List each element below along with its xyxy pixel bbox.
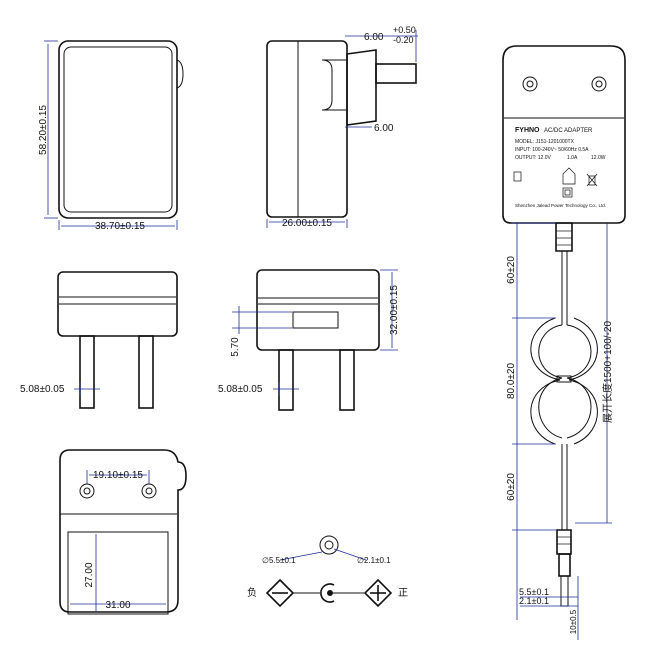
product-label: FYHNO AC/DC ADAPTER MODEL: J151-1201000T… bbox=[513, 127, 606, 208]
side-view: 6.00 +0.50 -0.20 6.00 26.00±0.15 bbox=[266, 25, 418, 229]
bottom-view-label-height-dim: 27.00 bbox=[84, 562, 95, 587]
plug-sleeve-arc bbox=[320, 583, 335, 603]
label-output: OUTPUT: 12.0V bbox=[515, 155, 552, 161]
bottom-view-pin-left bbox=[79, 483, 95, 499]
side-view-2-body bbox=[256, 269, 380, 351]
label-title: AC/DC ADAPTER bbox=[544, 128, 593, 134]
side-view-offset-lower: -0.20 bbox=[393, 35, 414, 45]
cable-view: FYHNO AC/DC ADAPTER MODEL: J151-1201000T… bbox=[502, 45, 626, 640]
double-insulation-icon bbox=[562, 187, 573, 198]
connector-inner-dia: ∅2.1±0.1 bbox=[357, 556, 391, 565]
plug-center-dot bbox=[327, 590, 333, 596]
top-view-pin-bump bbox=[176, 59, 184, 89]
plug-inner-dim: 2.1±0.1 bbox=[519, 596, 549, 606]
side-view-2-latch bbox=[292, 311, 339, 329]
side-view-body bbox=[266, 40, 348, 218]
cable-view-pin-left bbox=[522, 76, 538, 92]
label-manufacturer: Shenzhen Jalead Power Technology Co., Lt… bbox=[515, 203, 606, 208]
bottom-view-label-width-dim: 31.00 bbox=[105, 600, 130, 611]
cert-mark-icon bbox=[513, 171, 522, 182]
side-view-2-pin-left bbox=[278, 349, 294, 411]
dc-plug-barrel bbox=[560, 575, 569, 607]
bottom-view: 19.10±0.15 27.00 31.00 bbox=[59, 449, 187, 615]
bottom-view-label-area bbox=[67, 531, 169, 615]
cable-seg2-dim: 80.0±20 bbox=[506, 363, 517, 400]
polarity-positive-label: 正 bbox=[398, 588, 408, 599]
label-model: MODEL: J151-1201000TX bbox=[515, 139, 575, 145]
side-view-2-pin-width-dim: 5.08±0.05 bbox=[218, 384, 263, 395]
label-output-current: 1.0A bbox=[567, 155, 578, 161]
top-view: 58.20±0.15 38.70±0.15 bbox=[38, 40, 184, 232]
polarity-negative-label: 负 bbox=[247, 586, 257, 599]
side-view-2: 32.00±0.15 5.70 5.08±0.05 bbox=[218, 269, 400, 411]
top-view-inner-body bbox=[63, 46, 173, 213]
front-view-pin-right bbox=[138, 335, 154, 409]
front-view: 5.08±0.05 bbox=[20, 271, 178, 409]
front-view-pin-left bbox=[79, 335, 95, 409]
side-view-2-height-dim: 32.00±0.15 bbox=[389, 285, 400, 335]
side-view-2-pin-gap-dim: 5.70 bbox=[230, 337, 241, 357]
label-output-power: 12.0W bbox=[591, 155, 606, 161]
connector-outer-dia: ∅5.5±0.1 bbox=[262, 556, 296, 565]
bottom-view-pin-spacing-dim: 19.10±0.15 bbox=[93, 470, 143, 481]
plug-strain-relief bbox=[556, 529, 572, 555]
cable-seg3-dim: 60±20 bbox=[506, 473, 517, 501]
cable-seg1-dim: 60±20 bbox=[506, 256, 517, 284]
cable-tie bbox=[556, 375, 572, 383]
label-input: INPUT: 100-240V~ 50/60Hz 0.5A bbox=[515, 147, 589, 153]
bottom-view-pin-right bbox=[141, 483, 157, 499]
cable-total-dim: 展开长度1500+100/-20 bbox=[601, 321, 614, 423]
side-view-pin-length-dim: 6.00 bbox=[374, 123, 394, 134]
top-view-width-dim: 38.70±0.15 bbox=[95, 221, 145, 232]
top-view-height-dim: 58.20±0.15 bbox=[38, 105, 49, 155]
label-brand: FYHNO bbox=[515, 127, 540, 134]
connector-diagram: ∅5.5±0.1 ∅2.1±0.1 负 正 bbox=[247, 535, 408, 608]
plug-outer-dim: 5.5±0.1 bbox=[519, 587, 549, 597]
weee-bin-icon bbox=[586, 173, 598, 187]
plug-length-dim: 10±0.5 bbox=[569, 609, 578, 634]
side-view-offset-upper: +0.50 bbox=[393, 25, 416, 35]
front-view-pin-width-dim: 5.08±0.05 bbox=[20, 384, 65, 395]
side-view-2-pin-right bbox=[339, 349, 355, 411]
side-view-cam bbox=[321, 59, 333, 111]
side-view-offset-main: 6.00 bbox=[364, 32, 384, 43]
bottom-view-body bbox=[59, 449, 187, 613]
plus-diamond bbox=[363, 578, 393, 608]
cable-coil-left bbox=[538, 324, 563, 439]
minus-diamond bbox=[265, 578, 295, 608]
side-view-depth-dim: 26.00±0.15 bbox=[282, 218, 332, 229]
side-view-pin bbox=[375, 63, 417, 84]
connector-outer-circle bbox=[319, 535, 339, 555]
front-view-body bbox=[57, 271, 178, 337]
dc-plug-body bbox=[558, 553, 571, 577]
indoor-use-icon bbox=[562, 167, 576, 185]
adapter-body bbox=[502, 45, 626, 224]
cable-coil-right bbox=[566, 324, 592, 439]
top-view-outer-body bbox=[58, 40, 178, 219]
strain-relief bbox=[555, 222, 573, 252]
connector-inner-circle bbox=[324, 540, 334, 550]
side-view-pin-base bbox=[346, 49, 377, 126]
cable-view-pin-right bbox=[591, 76, 607, 92]
